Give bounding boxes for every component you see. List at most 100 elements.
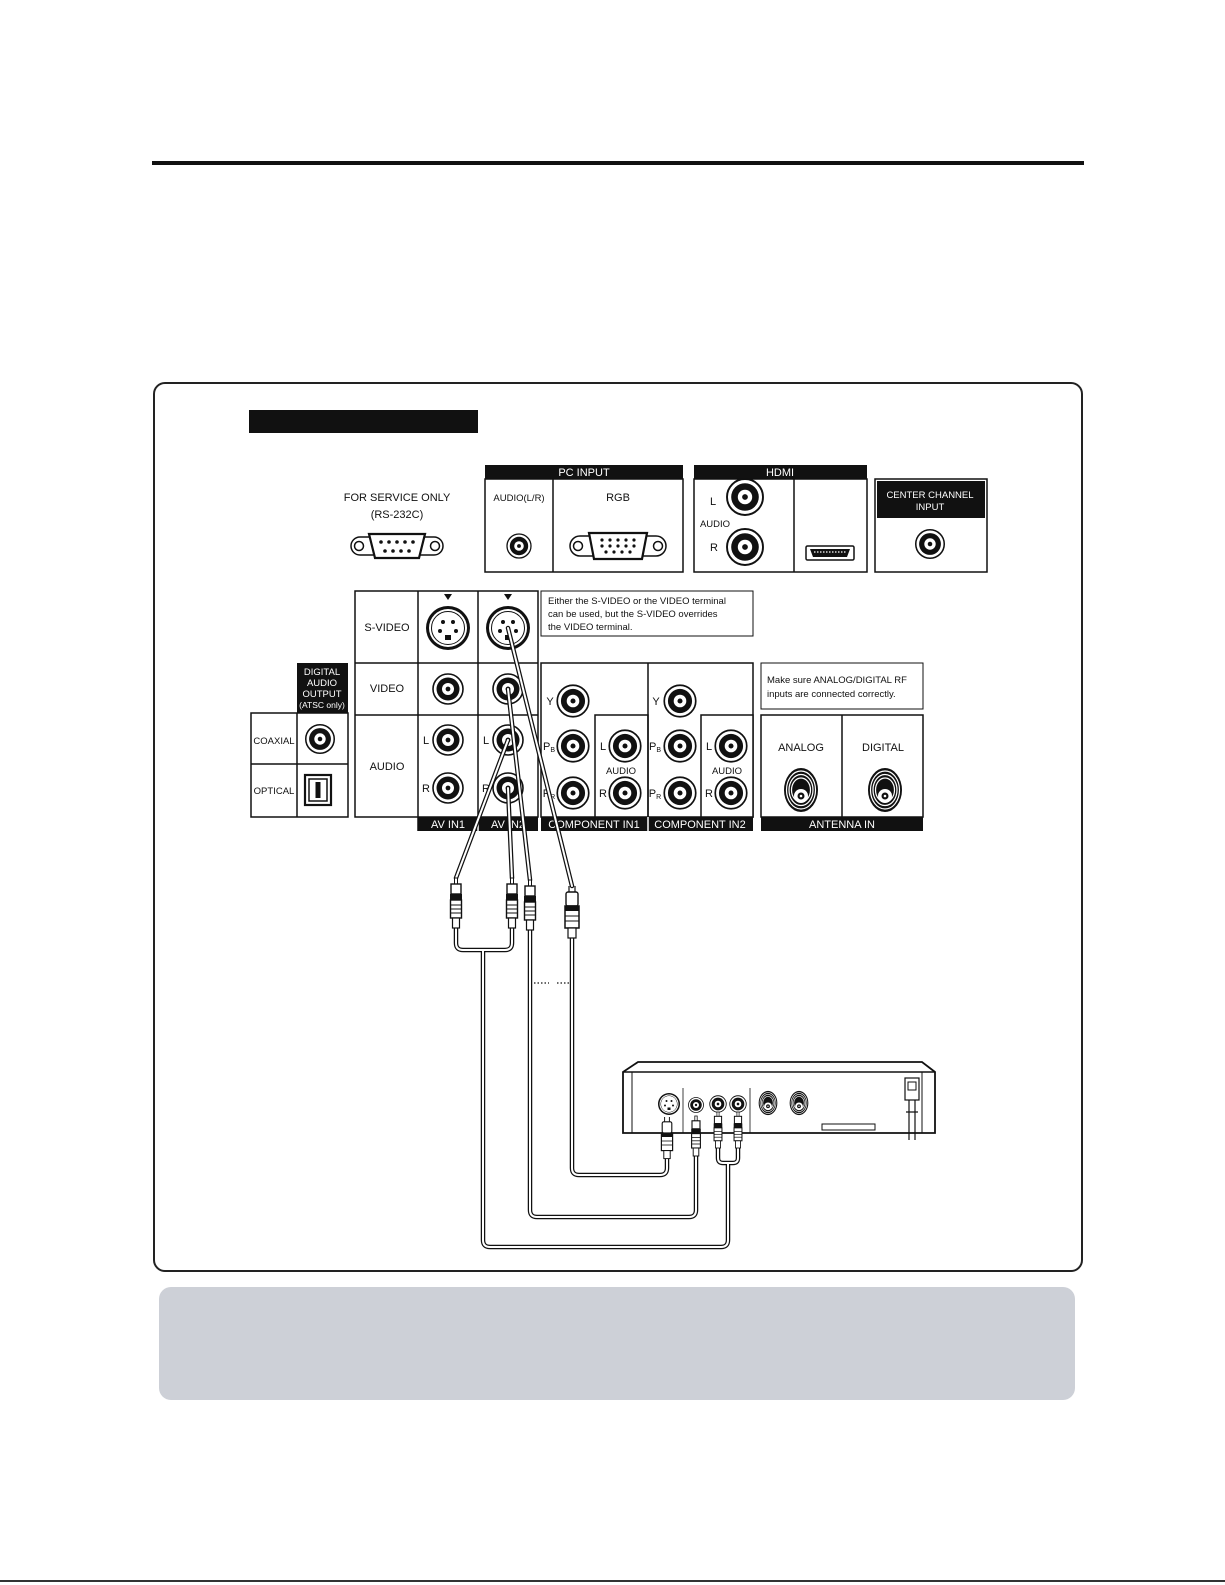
component-in2-audio-right-jack [714, 776, 748, 810]
av-in2-svideo-arrow-icon [504, 594, 512, 600]
component-in1-audio-label: AUDIO [606, 766, 636, 777]
hdmi-port-face [810, 549, 850, 557]
cable-video-lower [527, 925, 699, 1220]
pc-audio-label: AUDIO(L/R) [493, 493, 544, 504]
center-channel-title-line1: CENTER CHANNEL [886, 490, 973, 501]
digital-audio-header [297, 663, 348, 713]
av-in2-left-label: L [483, 735, 489, 747]
optical-label: OPTICAL [254, 786, 295, 797]
hdmi-header [694, 465, 867, 479]
cable-video-upper [505, 686, 533, 883]
component-in2-pr-jack [663, 776, 697, 810]
digital-audio-header-line1: DIGITAL [304, 667, 340, 678]
svideo-note-box [540, 590, 754, 637]
vcr-power-socket [904, 1077, 920, 1140]
component-in2-title: COMPONENT IN2 [654, 819, 745, 831]
digital-label: DIGITAL [862, 742, 904, 754]
digital-audio-header-line2: AUDIO [307, 678, 337, 689]
vcr-video-out-jack [688, 1097, 704, 1113]
component-in2-pr-label: PR [649, 788, 661, 801]
vcr-audio-right-out-jack [729, 1095, 747, 1113]
component-in2-y-label: Y [652, 696, 660, 708]
component-in1-pr-label: PR [543, 788, 555, 801]
hdmi-audio-left-label: L [710, 496, 716, 508]
analog-antenna-connector [783, 767, 819, 813]
av-audio-label: AUDIO [370, 761, 405, 773]
vcr-antenna-in-connector [758, 1090, 778, 1116]
center-channel-jack [914, 528, 946, 560]
vcr-device [622, 1061, 936, 1140]
coaxial-label: COAXIAL [253, 736, 294, 747]
screw-right [652, 540, 664, 552]
analog-label: ANALOG [778, 742, 824, 754]
av-in1-audio-right-jack [432, 772, 464, 804]
coaxial-jack [304, 723, 336, 755]
cable-svideo-lower [569, 933, 670, 1178]
av-in1-svideo-arrow-icon [444, 594, 452, 600]
cable-core [455, 739, 509, 879]
cable-core [507, 787, 513, 879]
hdmi-audio-right-label: R [710, 542, 718, 554]
component-in2-pb-jack [663, 729, 697, 763]
component-in2-right-label: R [705, 788, 713, 800]
av-in1-video-jack [432, 673, 464, 705]
rca-plug-video [523, 879, 537, 931]
rs232c-port [350, 532, 444, 560]
cable-audio-left-upper [453, 737, 511, 881]
vcr-audio-left-out-jack [709, 1095, 727, 1113]
cable-core [571, 935, 668, 1176]
dsub-face [367, 532, 427, 560]
cable-outline [569, 933, 670, 1178]
hdmi-title: HDMI [766, 467, 794, 479]
vcr-svideo-plug [660, 1116, 674, 1160]
diagram-title-bar [249, 410, 478, 433]
cable-core [507, 688, 531, 881]
digital-audio-panel [250, 712, 349, 818]
cable-audio-right-upper [505, 785, 515, 881]
service-port-label: FOR SERVICE ONLY [344, 492, 451, 504]
pc-audio-jack [506, 533, 532, 559]
pb-main: P [649, 741, 656, 753]
av-in2-right-label: R [482, 783, 490, 795]
component-footer [541, 817, 753, 831]
component-in2-audio-left-jack [714, 729, 748, 763]
center-channel-header [877, 481, 985, 518]
av-svideo-label: S-VIDEO [364, 622, 410, 634]
vcr-antenna-out-connector [789, 1090, 809, 1116]
screw-right [429, 540, 441, 552]
cable-svideo-upper [505, 625, 575, 889]
component-in1-pb-jack [556, 729, 590, 763]
pc-input-title: PC INPUT [558, 467, 610, 479]
vcr-audio-left-plug [713, 1111, 723, 1149]
rca-plug-audio-right [505, 877, 519, 929]
hdmi-audio-left-jack [726, 478, 764, 516]
power-cord [906, 1100, 918, 1140]
component-in1-audio-left-jack [608, 729, 642, 763]
hdmi-audio-right-jack [726, 528, 764, 566]
cable-core [507, 627, 573, 887]
pr-main: P [649, 788, 656, 800]
cable-audio-lower [453, 923, 741, 1250]
pb-sub: B [656, 747, 661, 754]
svideo-note-line1: Either the S-VIDEO or the VIDEO terminal [548, 596, 726, 607]
cable-core [455, 925, 739, 1248]
pb-main: P [543, 741, 550, 753]
component-in2-left-label: L [706, 741, 712, 753]
component-in1-pb-label: PB [543, 741, 555, 754]
screw-left [353, 540, 365, 552]
vga-pins [600, 538, 636, 554]
section-top-rule [152, 161, 1084, 165]
svideo-plug [564, 885, 580, 939]
component-in1-pr-jack [556, 776, 590, 810]
vcr-svideo-out-jack [657, 1092, 681, 1116]
svideo-note-line3: the VIDEO terminal. [548, 622, 632, 633]
component-in1-title: COMPONENT IN1 [548, 819, 639, 831]
av-in1-right-label: R [422, 783, 430, 795]
rgb-vga-port [569, 531, 667, 561]
vcr-audio-right-plug [733, 1111, 743, 1149]
av-video-label: VIDEO [370, 683, 405, 695]
hdmi-audio-label: AUDIO [700, 519, 730, 530]
component-in1-audio-right-jack [608, 776, 642, 810]
pr-sub: R [656, 794, 661, 801]
